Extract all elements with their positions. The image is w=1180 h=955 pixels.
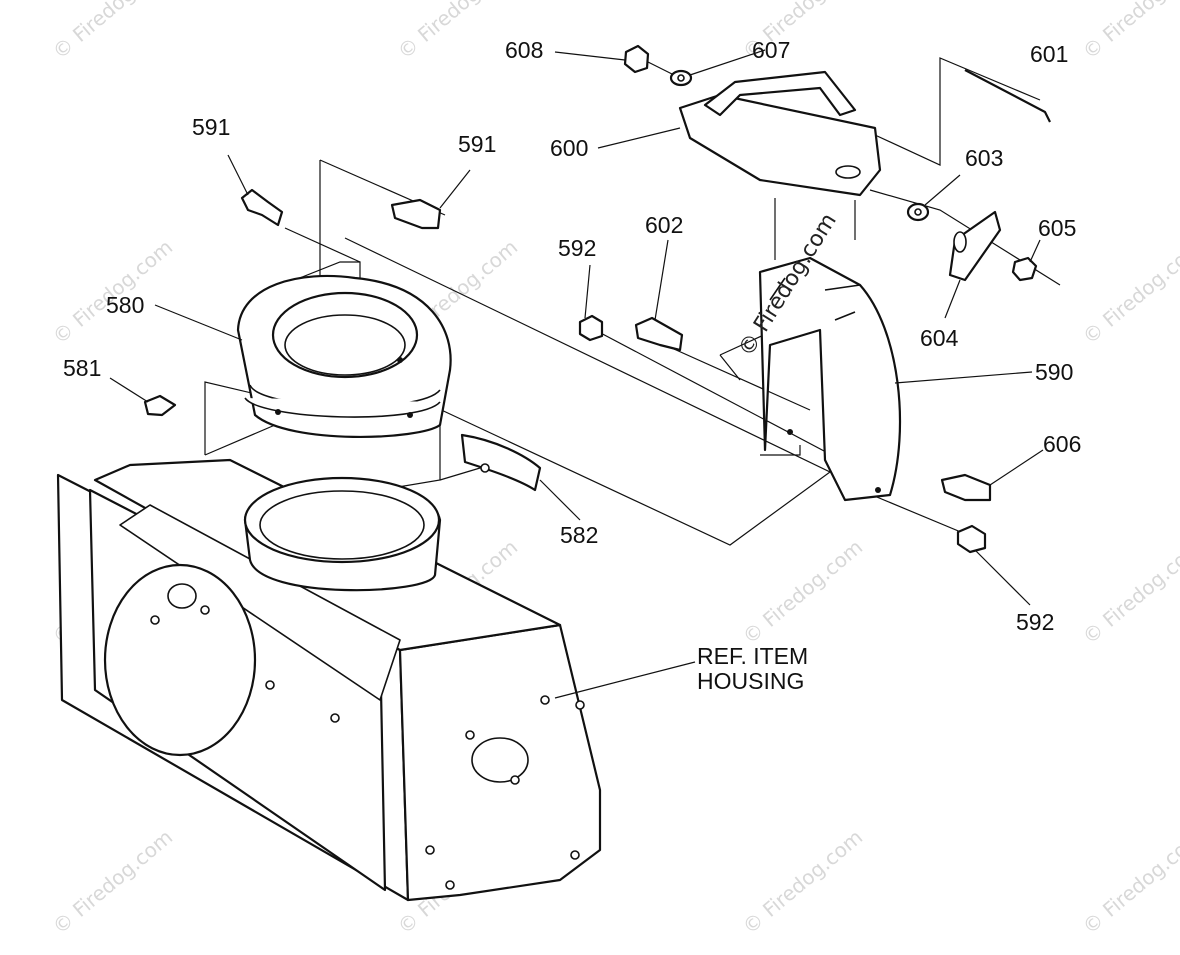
part-labels: 608 607 601 591 591 600 603 605 602 592 … bbox=[63, 37, 1081, 694]
washer-603 bbox=[906, 202, 930, 222]
part-label-607: 607 bbox=[752, 37, 790, 63]
part-label-601: 601 bbox=[1030, 41, 1068, 67]
part-label-582: 582 bbox=[560, 522, 598, 548]
flange-keeper-582 bbox=[460, 433, 542, 492]
bolt-602 bbox=[634, 316, 684, 352]
watermark-text: © Firedog.com bbox=[1078, 825, 1180, 939]
watermark-text: © Firedog.com bbox=[1078, 0, 1180, 64]
part-label-581: 581 bbox=[63, 355, 101, 381]
part-label-591: 591 bbox=[458, 131, 496, 157]
watermark-text: © Firedog.com bbox=[48, 825, 177, 939]
watermark-text: © Firedog.com bbox=[393, 0, 522, 64]
knob-604 bbox=[948, 210, 1002, 282]
watermark-text: © Firedog.com bbox=[738, 825, 867, 939]
bolt-606 bbox=[940, 473, 992, 502]
washer-607 bbox=[669, 69, 693, 87]
part-label-580: 580 bbox=[106, 292, 144, 318]
ref-item-label: REF. ITEM bbox=[697, 643, 808, 669]
deflector-600 bbox=[678, 70, 882, 197]
part-label-592: 592 bbox=[558, 235, 596, 261]
chute-590 bbox=[758, 256, 902, 502]
housing bbox=[56, 458, 602, 902]
part-label-602: 602 bbox=[645, 212, 683, 238]
rod-601 bbox=[964, 69, 1051, 123]
watermark-text: © Firedog.com bbox=[48, 0, 177, 64]
nut-605 bbox=[1011, 256, 1038, 282]
watermark-text: © Firedog.com bbox=[1078, 535, 1180, 649]
housing-label: HOUSING bbox=[697, 668, 804, 694]
watermark-text: © Firedog.com bbox=[738, 535, 867, 649]
nut-592a bbox=[578, 314, 604, 342]
screw-581 bbox=[143, 394, 177, 417]
bolt-591a bbox=[240, 188, 284, 227]
chute-ring-580 bbox=[236, 274, 452, 439]
part-label-592: 592 bbox=[1016, 609, 1054, 635]
nut-608 bbox=[623, 44, 650, 74]
part-label-606: 606 bbox=[1043, 431, 1081, 457]
part-label-603: 603 bbox=[965, 145, 1003, 171]
part-label-591: 591 bbox=[192, 114, 230, 140]
bolt-591b bbox=[390, 198, 442, 230]
part-label-605: 605 bbox=[1038, 215, 1076, 241]
leader-lines bbox=[109, 49, 1044, 699]
nut-592b bbox=[956, 524, 987, 554]
part-label-604: 604 bbox=[920, 325, 959, 351]
part-label-600: 600 bbox=[550, 135, 588, 161]
part-label-590: 590 bbox=[1035, 359, 1073, 385]
watermark-text: © Firedog.com bbox=[1078, 235, 1180, 349]
part-label-608: 608 bbox=[505, 37, 543, 63]
